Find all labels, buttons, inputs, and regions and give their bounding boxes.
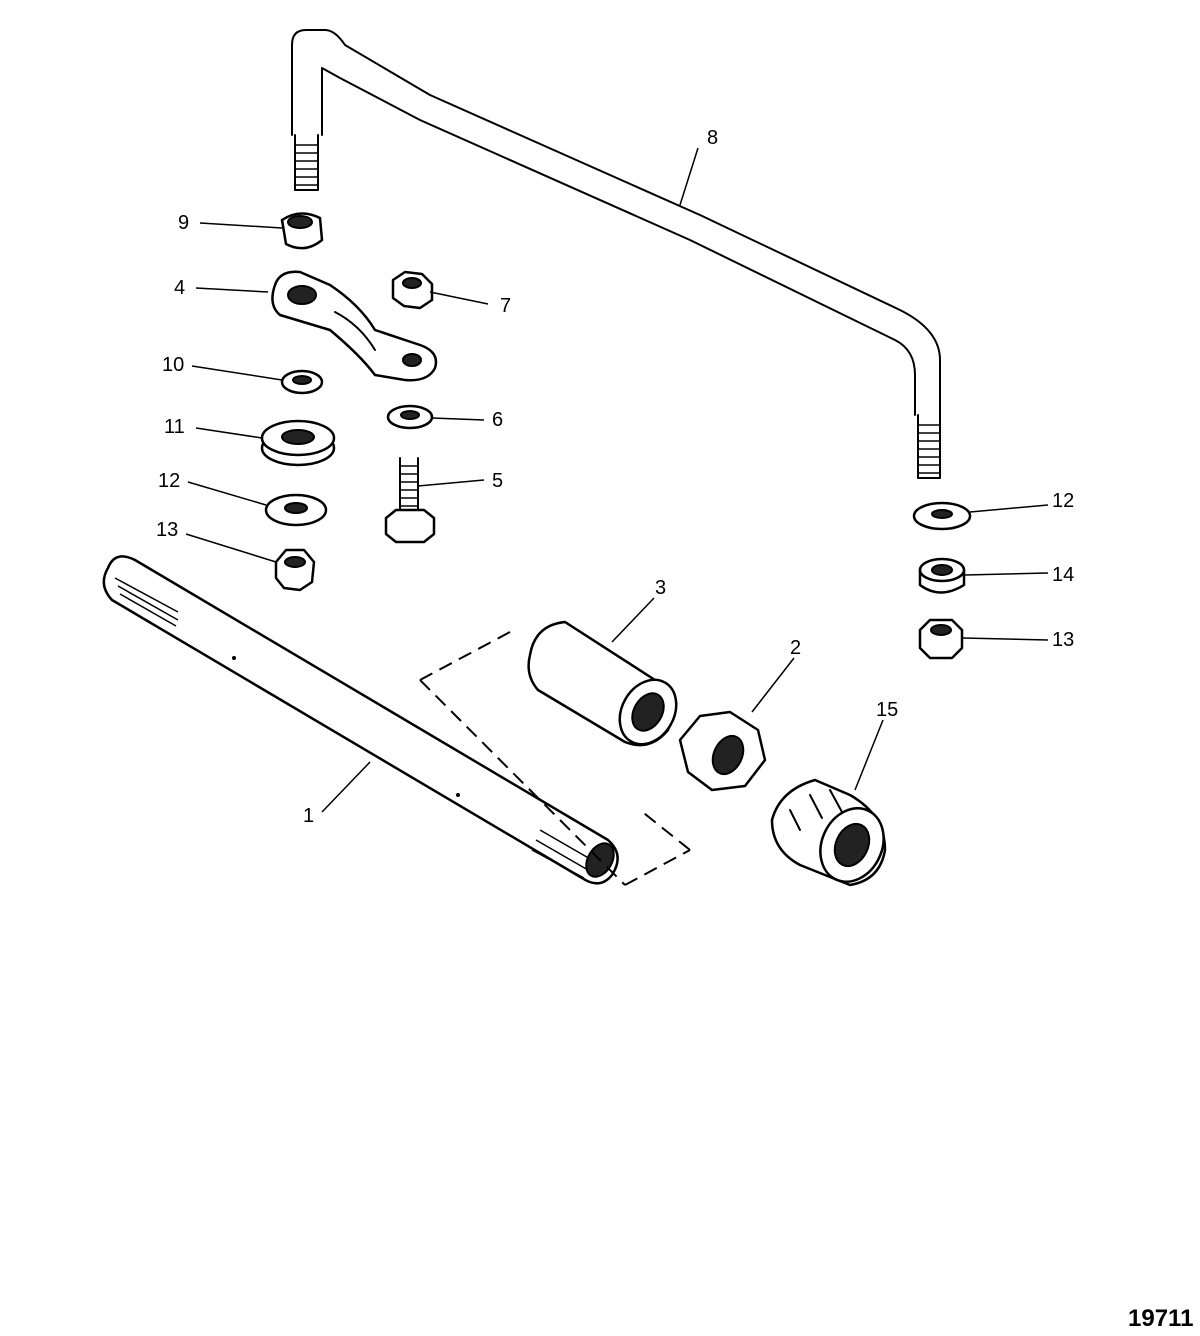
callout-1: 1 <box>303 805 314 827</box>
part-12-washer-right <box>912 501 972 531</box>
part-13-nut-right <box>918 618 964 660</box>
part-6-washer <box>386 404 434 430</box>
part-1-tube <box>102 555 619 885</box>
assembly-guide-dashed <box>419 631 691 886</box>
callout-15: 15 <box>876 699 898 721</box>
part-15-cap <box>770 778 887 887</box>
callout-11: 11 <box>164 416 185 438</box>
part-8-link-rod <box>291 29 941 479</box>
callout-13-left: 13 <box>156 519 178 541</box>
part-13-nut-left <box>274 548 316 592</box>
callout-10: 10 <box>162 354 184 376</box>
callout-6: 6 <box>492 409 503 431</box>
callout-3: 3 <box>655 577 666 599</box>
leader-lines <box>185 147 1049 813</box>
part-9-nut <box>280 212 324 250</box>
callout-9: 9 <box>178 212 189 234</box>
callout-12-left: 12 <box>158 470 180 492</box>
part-12-washer-left <box>264 493 328 527</box>
callout-12-right: 12 <box>1052 490 1074 512</box>
part-3-sleeve <box>527 620 678 747</box>
part-10-washer <box>280 369 324 395</box>
part-14-spacer <box>918 557 966 594</box>
part-11-bushing <box>260 419 336 467</box>
callout-7: 7 <box>500 295 511 317</box>
part-5-bolt <box>384 457 436 544</box>
callout-8: 8 <box>707 127 718 149</box>
callout-5: 5 <box>492 470 503 492</box>
figure-id: 19711 <box>1128 1305 1193 1332</box>
callout-4: 4 <box>174 277 185 299</box>
part-2-hex-nut <box>678 710 767 792</box>
part-7-nut <box>391 270 434 310</box>
part-4-bracket <box>271 270 438 382</box>
callout-14: 14 <box>1052 564 1074 586</box>
callout-13-right: 13 <box>1052 629 1074 651</box>
callout-2: 2 <box>790 637 801 659</box>
